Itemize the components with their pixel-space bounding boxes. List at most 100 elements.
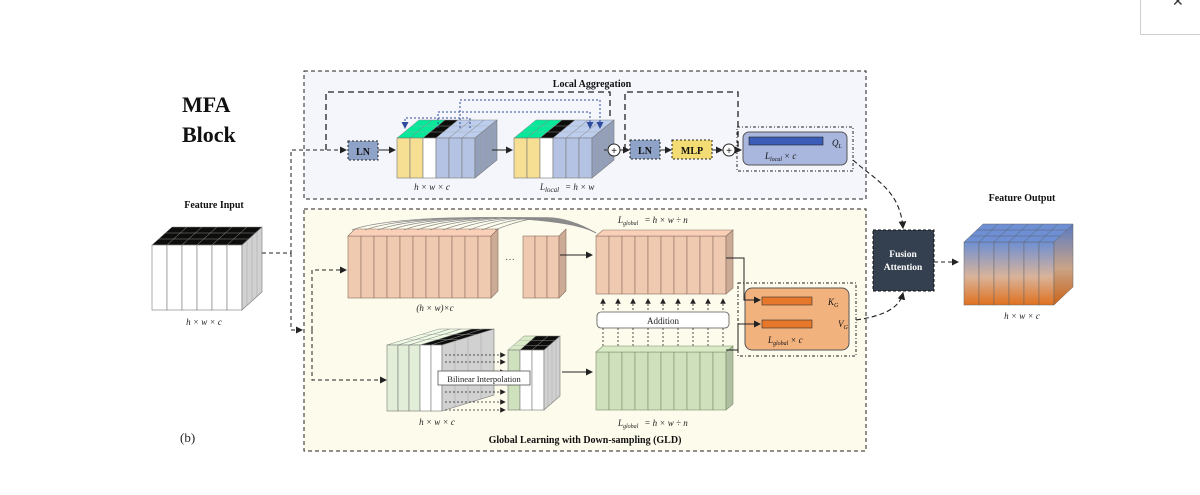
global-bottom-slab-9 (712, 351, 727, 411)
local-cube-2-slab-0 (513, 137, 528, 179)
local-cube-1-slab-3 (435, 137, 450, 179)
local-cube-1-slab-1 (409, 137, 424, 179)
residual-skip-2 (624, 91, 739, 150)
seq-top (347, 228, 499, 237)
feature-input-dims: h × w × c (186, 317, 222, 327)
route-seq-branch (311, 266, 347, 330)
fusion-attention-box (872, 229, 935, 292)
global-bottom-slab-6 (673, 351, 688, 411)
output-slab-2 (993, 241, 1010, 306)
arrow-globaltop-to-k (726, 257, 761, 304)
global-top-slab-8 (699, 235, 714, 295)
green-cube-large-slab-2 (408, 344, 421, 412)
ln-label-1: LN (356, 147, 371, 158)
feature-output-dims: h × w × c (1004, 311, 1040, 321)
ellipsis: ··· (505, 254, 515, 265)
seq-tail-side (558, 228, 567, 299)
global-top-slab-9 (712, 235, 727, 295)
global-bottom-slab-4 (647, 351, 662, 411)
v-label: VG (838, 319, 849, 331)
mlp-label: MLP (681, 146, 703, 157)
local-attn-arrow-2 (459, 99, 604, 129)
green-cube-large-slab-1 (397, 344, 410, 412)
feature-input-label: Feature Input (184, 200, 244, 211)
seq-token-10 (477, 235, 492, 299)
global-bottom-slab-1 (608, 351, 623, 411)
v-token-bar (761, 319, 813, 329)
sequence-dims: (h × w)×c (416, 303, 453, 313)
global-bottom-top (595, 345, 734, 353)
global-top-slab-1 (608, 235, 623, 295)
local-cube-2-slab-1 (526, 137, 541, 179)
seq-token-1 (360, 235, 375, 299)
arrow-q-to-fusion (852, 159, 907, 230)
local-cube-1-slab-2 (422, 137, 437, 179)
ln-box-1 (347, 140, 379, 161)
route-to-local (262, 146, 347, 254)
local-cube-dims: h × w × c (414, 182, 450, 192)
green-cube-dims: h × w × c (419, 417, 455, 427)
seq-tail-token-2 (546, 235, 560, 299)
global-bottom-slab-3 (634, 351, 649, 411)
local-tokens-label: Llocal= h × w (539, 182, 594, 194)
output-topgrid (1023, 223, 1044, 243)
local-attn-arrow-1 (437, 111, 594, 129)
global-learning-title: Global Learning with Down-sampling (GLD) (489, 435, 682, 446)
local-cube-1-slab-4 (448, 137, 463, 179)
residual-skip-1 (325, 91, 611, 150)
output-slab-3 (1008, 241, 1025, 306)
global-bottom-slab-5 (660, 351, 675, 411)
input-cube-slab-4 (211, 244, 228, 311)
output-topgrid (1038, 223, 1059, 243)
block-title-line1: MFA (182, 92, 231, 117)
panel-label: (b) (180, 430, 195, 445)
local-cube-1-slab-5 (461, 137, 476, 179)
local-cube-2-slab-5 (578, 137, 593, 179)
global-bottom-slab-7 (686, 351, 701, 411)
global-bottom-slab-2 (621, 351, 636, 411)
input-cube-slab-2 (181, 244, 198, 311)
seq-side (490, 228, 499, 299)
plus-sign-2: + (726, 146, 732, 157)
addition-box (596, 311, 730, 329)
green-cube-large (386, 328, 495, 412)
global-top-slab-3 (634, 235, 649, 295)
token-curves (351, 217, 597, 234)
ln-label-2: LN (638, 146, 653, 157)
global-bottom-slab-8 (699, 351, 714, 411)
output-slab-1 (978, 241, 995, 306)
seq-token-2 (373, 235, 388, 299)
global-top-side (725, 229, 734, 295)
local-cube-2-slab-4 (565, 137, 580, 179)
input-cube-slab-1 (166, 244, 183, 311)
close-icon[interactable]: ✕ (1172, 0, 1184, 10)
local-cube-1-slab-0 (396, 137, 411, 179)
global-key-block (595, 229, 734, 295)
ln-box-2 (629, 139, 661, 160)
seq-token-6 (425, 235, 440, 299)
k-token-bar (761, 296, 813, 306)
global-top-slab-6 (673, 235, 688, 295)
local-attn-arrow-3 (401, 117, 471, 129)
output-slab-5 (1038, 241, 1055, 306)
local-cube-1 (396, 119, 498, 179)
global-value-block (595, 345, 734, 411)
feature-output-label: Feature Output (989, 193, 1056, 204)
input-cube-slab-3 (196, 244, 213, 311)
bilinear-label: Bilinear Interpolation (447, 374, 521, 384)
global-top-slab-5 (660, 235, 675, 295)
output-topgrid (1008, 223, 1029, 243)
global-bottom-label: Lglobal= h × w ÷ n (617, 418, 688, 430)
global-top-label: Lglobal= h × w ÷ n (617, 215, 688, 227)
global-top-face (595, 229, 734, 237)
feature-input-cube (151, 226, 263, 311)
token-sequence (347, 228, 567, 299)
input-cube-slab-5 (226, 244, 243, 311)
global-top-slab-0 (595, 235, 610, 295)
seq-token-3 (386, 235, 401, 299)
seq-tail-token-1 (534, 235, 548, 299)
input-cube-slab-0 (151, 244, 168, 311)
output-topgrid (978, 223, 999, 243)
arrow-globalbottom-to-v (726, 320, 761, 351)
